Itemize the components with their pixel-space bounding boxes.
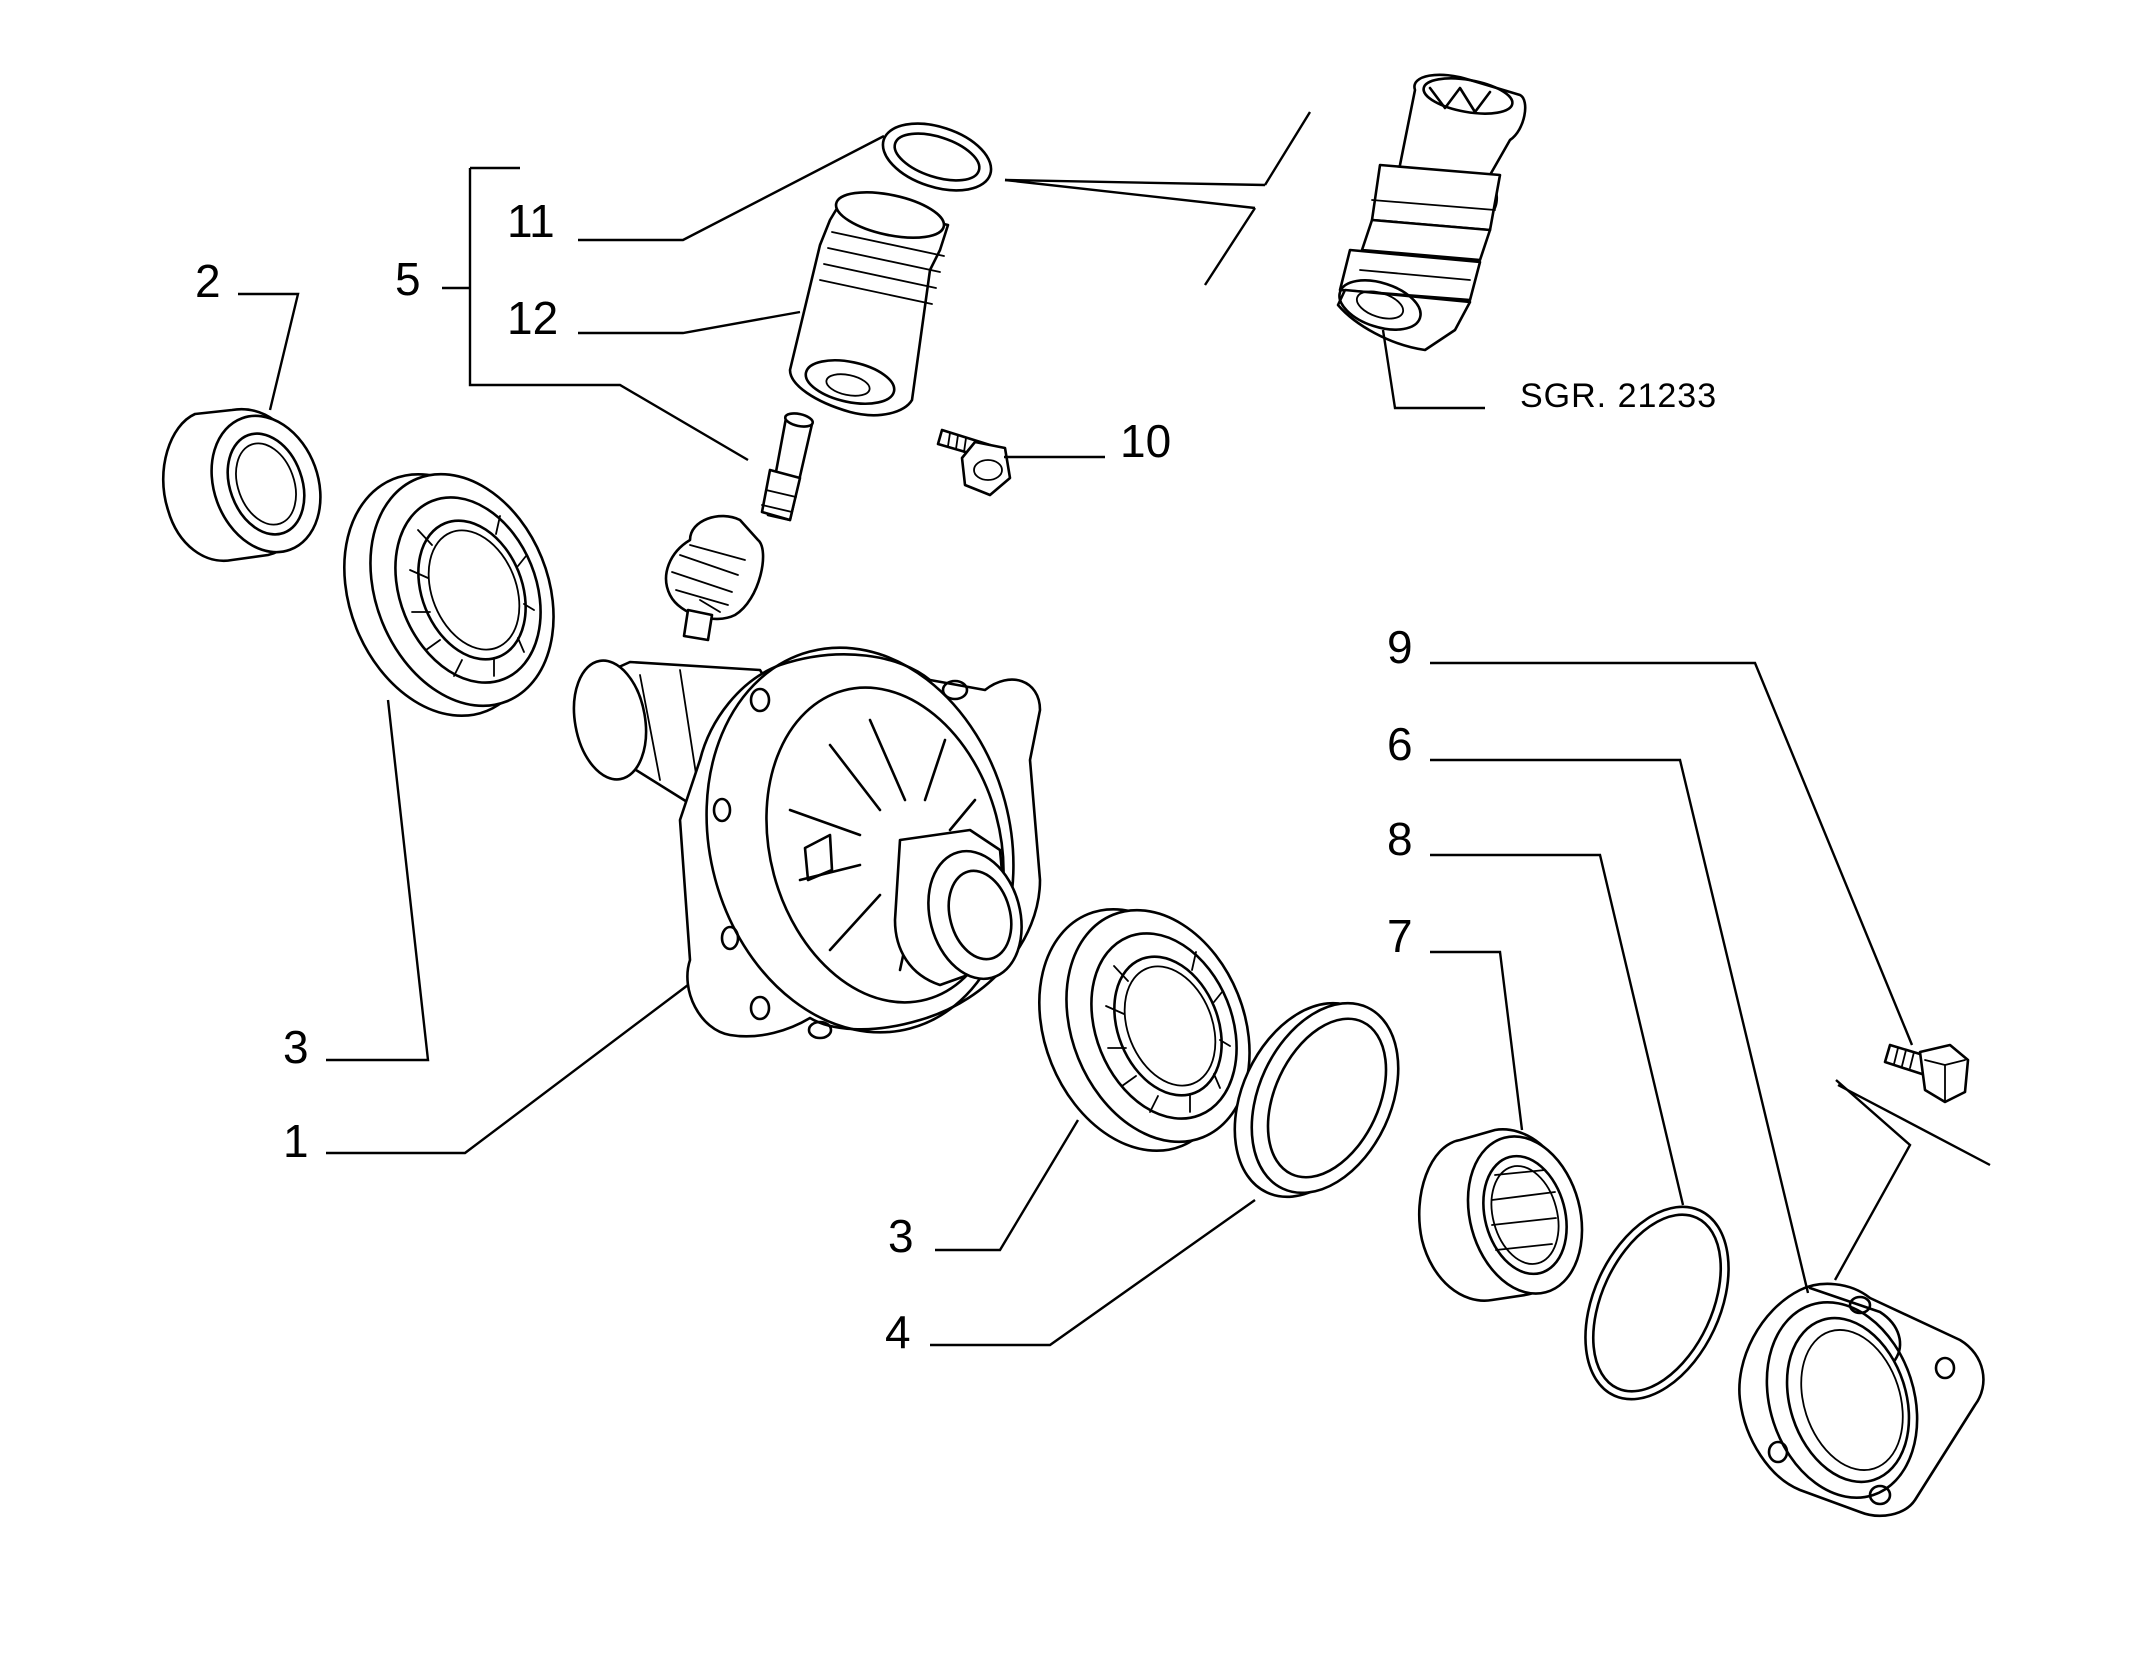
leader-6 bbox=[1430, 758, 1810, 1294]
part-11-o-ring bbox=[881, 122, 993, 192]
callout-12: 12 bbox=[507, 292, 558, 344]
part-7-bushing bbox=[1417, 1128, 1584, 1302]
leader-3a bbox=[326, 699, 430, 1062]
leader-3b bbox=[935, 1119, 1080, 1252]
section-marks bbox=[1004, 111, 1991, 1281]
callout-2: 2 bbox=[195, 255, 221, 307]
callout-11: 11 bbox=[507, 195, 555, 247]
leader-9 bbox=[1430, 661, 1914, 1046]
leader-4 bbox=[930, 1199, 1256, 1347]
callout-7: 7 bbox=[1387, 910, 1413, 962]
part-9-bolt bbox=[1883, 1043, 1970, 1104]
part-5-drive-pinion bbox=[664, 412, 815, 642]
leader-2 bbox=[238, 292, 300, 411]
callout-9: 9 bbox=[1387, 621, 1413, 673]
part-4-seal-ring bbox=[1233, 1001, 1400, 1199]
callout-labels: 2 5 11 12 10 SGR. 21233 3 1 3 4 9 6 8 7 bbox=[195, 195, 1717, 1358]
leader-11 bbox=[578, 134, 885, 242]
leader-12 bbox=[578, 310, 801, 335]
callout-4: 4 bbox=[885, 1306, 911, 1358]
part-2-bushing bbox=[161, 407, 322, 563]
callout-10: 10 bbox=[1120, 415, 1171, 467]
callout-3-left: 3 bbox=[283, 1021, 309, 1073]
part-3-bearing-right bbox=[1038, 907, 1251, 1153]
leader-1 bbox=[326, 984, 689, 1155]
callout-5: 5 bbox=[395, 253, 421, 305]
part-3-bearing-left bbox=[343, 472, 555, 718]
part-6-flange-cover bbox=[1738, 1282, 1985, 1518]
part-10-bolt bbox=[936, 428, 1012, 497]
reference-sgr: SGR. 21233 bbox=[1520, 377, 1717, 415]
leader-7 bbox=[1430, 950, 1524, 1131]
leader-5-bracket bbox=[442, 166, 749, 462]
leader-8 bbox=[1430, 853, 1685, 1206]
leader-lines bbox=[238, 134, 1914, 1347]
callout-8: 8 bbox=[1387, 813, 1413, 865]
callout-1: 1 bbox=[283, 1115, 309, 1167]
speed-sensor bbox=[1336, 73, 1527, 352]
part-12-sleeve bbox=[788, 191, 950, 417]
part-1-differential-housing bbox=[572, 646, 1042, 1040]
callout-6: 6 bbox=[1387, 718, 1413, 770]
callout-3-right: 3 bbox=[888, 1210, 914, 1262]
leader-sensor bbox=[1381, 329, 1485, 410]
part-8-shim-ring bbox=[1584, 1205, 1730, 1401]
